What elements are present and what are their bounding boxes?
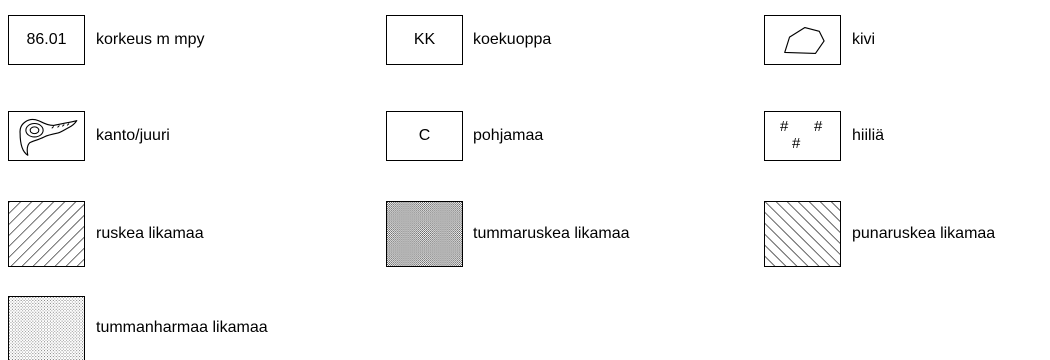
legend-label-pohjamaa: pohjamaa [473, 127, 544, 144]
charcoal-mark-3: # [792, 135, 801, 152]
subsoil-code: C [418, 127, 431, 144]
dark-grey-soil-swatch [8, 296, 85, 360]
legend-label-tummaruskea: tummaruskea likamaa [473, 225, 630, 242]
dark-brown-soil-swatch [386, 201, 463, 267]
sparse-dot-fill [9, 297, 84, 360]
legend-label-korkeus: korkeus m mpy [96, 31, 205, 48]
legend-label-tummanharmaa: tummanharmaa likamaa [96, 319, 268, 336]
legend-label-kivi: kivi [852, 31, 876, 48]
dense-dot-fill [387, 202, 462, 266]
stone-outline-icon [784, 26, 825, 55]
red-brown-soil-swatch [764, 201, 841, 267]
elevation-value-box: 86.01 [8, 15, 85, 65]
elevation-value: 86.01 [26, 31, 67, 48]
stump-root-icon [19, 119, 78, 156]
legend-label-kanto: kanto/juuri [96, 127, 170, 144]
legend-label-punaruskea: punaruskea likamaa [852, 225, 996, 242]
brown-soil-swatch [8, 201, 85, 267]
charcoal-symbol-box: # # # [764, 111, 841, 161]
legend-label-hiilia: hiiliä [852, 127, 885, 144]
stump-symbol-box [8, 111, 85, 161]
test-pit-code: KK [413, 31, 436, 48]
charcoal-mark-2: # [814, 118, 823, 135]
diagonal-hatch-forward-fill [9, 202, 84, 266]
legend-label-ruskea: ruskea likamaa [96, 225, 204, 242]
diagonal-hatch-backward-fill [765, 202, 840, 266]
stone-symbol-box [764, 15, 841, 65]
test-pit-box: KK [386, 15, 463, 65]
charcoal-mark-1: # [780, 118, 789, 135]
subsoil-box: C [386, 111, 463, 161]
legend-label-koekuoppa: koekuoppa [473, 31, 552, 48]
